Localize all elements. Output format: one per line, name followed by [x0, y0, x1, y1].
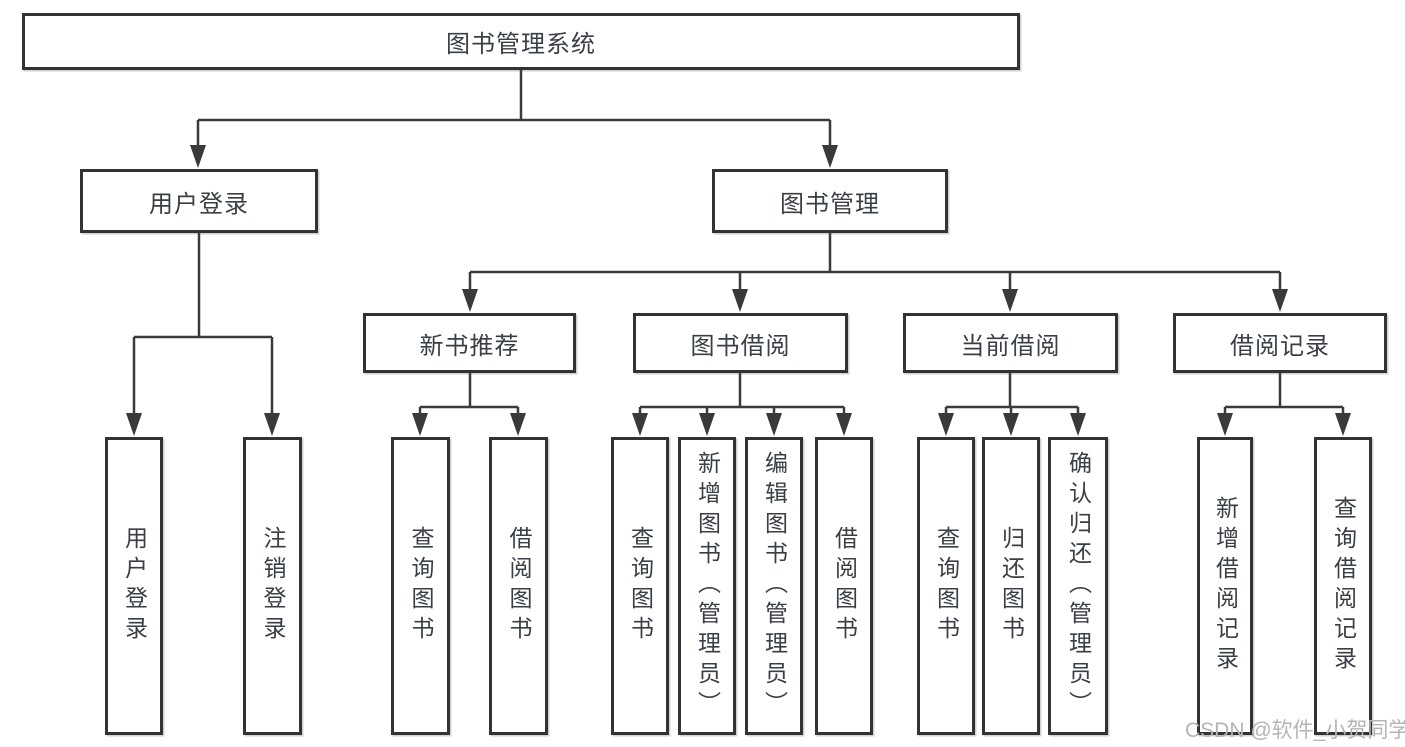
leaf-query-borrow-record: 查询借阅记录	[1314, 437, 1372, 735]
node-user-login: 用户登录	[80, 169, 318, 233]
arrowhead	[822, 145, 838, 168]
arrowhead	[1002, 289, 1018, 312]
leaf-query-books-3: 查询图书	[917, 437, 975, 735]
node-current-borrowing: 当前借阅	[903, 313, 1118, 373]
leaf-edit-books-admin: 编辑图书（管理员）	[745, 437, 803, 735]
arrowhead	[190, 145, 206, 168]
node-book-management: 图书管理	[712, 169, 948, 233]
leaf-borrow-books-2-label: 借阅图书	[831, 526, 858, 646]
node-root-label: 图书管理系统	[446, 31, 596, 58]
leaf-query-books-2: 查询图书	[611, 437, 669, 735]
leaf-add-borrow-record-label: 新增借阅记录	[1212, 496, 1239, 676]
leaf-return-books: 归还图书	[982, 437, 1040, 735]
connector-new-books	[418, 373, 520, 414]
leaf-confirm-return-admin-label: 确认归还（管理员）	[1065, 451, 1092, 721]
node-borrowing-records-label: 借阅记录	[1230, 332, 1330, 360]
leaf-add-books-admin-label: 新增图书（管理员）	[694, 451, 721, 721]
connector-current-borrowing	[944, 373, 1080, 414]
leaf-user-login: 用户登录	[105, 437, 163, 735]
leaf-add-books-admin: 新增图书（管理员）	[678, 437, 736, 735]
connector-user-login	[132, 233, 274, 414]
connector-book-management	[468, 233, 1282, 290]
arrowhead	[836, 413, 852, 436]
node-book-borrowing-label: 图书借阅	[690, 332, 791, 360]
node-root: 图书管理系统	[22, 13, 1020, 70]
arrowhead	[699, 413, 715, 436]
arrowhead	[732, 289, 748, 312]
node-book-borrowing: 图书借阅	[633, 313, 848, 373]
arrowhead	[938, 413, 954, 436]
leaf-query-books-1-label: 查询图书	[408, 526, 434, 646]
arrowhead	[1003, 413, 1019, 436]
leaf-logout: 注销登录	[243, 437, 302, 735]
arrowhead	[462, 289, 478, 312]
leaf-confirm-return-admin: 确认归还（管理员）	[1048, 437, 1108, 735]
leaf-borrow-books-1-label: 借阅图书	[506, 526, 532, 646]
node-new-books: 新书推荐	[363, 313, 576, 373]
node-user-login-label: 用户登录	[149, 190, 249, 218]
leaf-return-books-label: 归还图书	[998, 526, 1025, 646]
connector-root	[196, 70, 832, 146]
arrowhead	[264, 413, 280, 436]
connector-borrowing-records	[1223, 373, 1345, 414]
leaf-query-books-1: 查询图书	[391, 437, 450, 735]
arrowhead	[412, 413, 428, 436]
node-book-management-label: 图书管理	[780, 190, 880, 218]
leaf-add-borrow-record: 新增借阅记录	[1197, 437, 1253, 735]
connector-book-borrowing	[638, 373, 846, 414]
node-borrowing-records: 借阅记录	[1173, 313, 1387, 373]
leaf-edit-books-admin-label: 编辑图书（管理员）	[761, 451, 788, 721]
leaf-query-books-3-label: 查询图书	[933, 526, 960, 646]
node-current-borrowing-label: 当前借阅	[960, 332, 1061, 360]
leaf-borrow-books-1: 借阅图书	[489, 437, 548, 735]
arrowhead	[1070, 413, 1086, 436]
arrowhead	[1217, 413, 1233, 436]
arrowhead	[1335, 413, 1351, 436]
arrowhead	[126, 413, 142, 436]
leaf-logout-label: 注销登录	[260, 526, 286, 646]
leaf-query-books-2-label: 查询图书	[627, 526, 654, 646]
leaf-user-login-label: 用户登录	[121, 526, 148, 646]
arrowhead	[510, 413, 526, 436]
arrowhead	[766, 413, 782, 436]
leaf-query-borrow-record-label: 查询借阅记录	[1330, 496, 1357, 676]
leaf-borrow-books-2: 借阅图书	[815, 437, 873, 735]
arrowhead	[1272, 289, 1288, 312]
node-new-books-label: 新书推荐	[419, 332, 520, 360]
arrowhead	[632, 413, 648, 436]
